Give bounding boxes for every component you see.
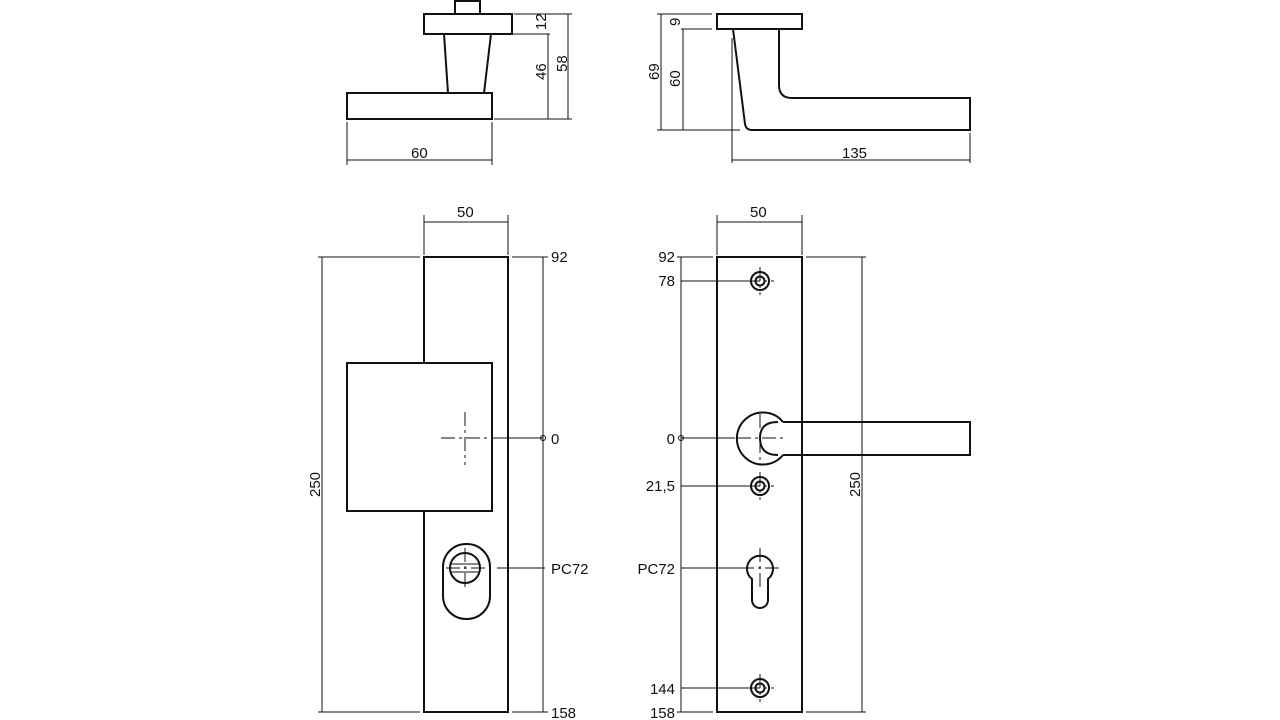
knob-base — [346, 92, 493, 120]
dim-rosette-label: 12 — [533, 13, 550, 30]
dim-height-label: 250 — [847, 472, 864, 497]
lever-rosette — [735, 411, 784, 466]
dim-height-label: 58 — [554, 55, 571, 72]
dim-top-label: 92 — [658, 249, 675, 266]
lever-side-view: 9 60 69 135 — [646, 13, 971, 163]
knob-neck — [443, 33, 492, 94]
keyhole — [746, 554, 774, 609]
rosette — [716, 13, 803, 30]
dim-bottom-label: 158 — [551, 705, 576, 720]
knob-square — [346, 362, 493, 512]
dim-rosette-label: 9 — [667, 18, 684, 26]
dim-lever-height-label: 60 — [667, 70, 684, 87]
dim-bottom-label: 158 — [650, 705, 675, 720]
knob-side-view: 12 46 58 60 — [346, 0, 572, 165]
dim-width-label: 50 — [750, 204, 767, 221]
dim-width-label: 50 — [457, 204, 474, 221]
dim-screw-top-label: 78 — [658, 273, 675, 290]
dim-total-height-label: 69 — [646, 63, 663, 80]
backplate — [716, 256, 803, 713]
knob-front-view: 50 92 0 PC72 158 250 — [307, 204, 589, 720]
dim-length-label: 135 — [842, 145, 867, 162]
dim-height-label: 250 — [307, 472, 324, 497]
dim-center-label: 0 — [551, 431, 559, 448]
lever-handle — [758, 421, 971, 456]
dim-screw-bottom-label: 144 — [650, 681, 675, 698]
dim-screw-mid-label: 21,5 — [646, 478, 675, 495]
dim-center-label: 0 — [667, 431, 675, 448]
cylinder-cutout — [442, 543, 491, 620]
spindle — [454, 0, 481, 15]
dim-top-label: 92 — [551, 249, 568, 266]
dim-cylinder-label: PC72 — [551, 561, 589, 578]
lever-front-view: 50 92 78 0 21,5 PC72 144 158 250 — [637, 204, 971, 720]
dim-cylinder-label: PC72 — [637, 561, 675, 578]
lever-profile — [732, 28, 971, 131]
rosette — [423, 13, 513, 35]
dim-neck-label: 46 — [533, 63, 550, 80]
dim-width-label: 60 — [411, 145, 428, 162]
